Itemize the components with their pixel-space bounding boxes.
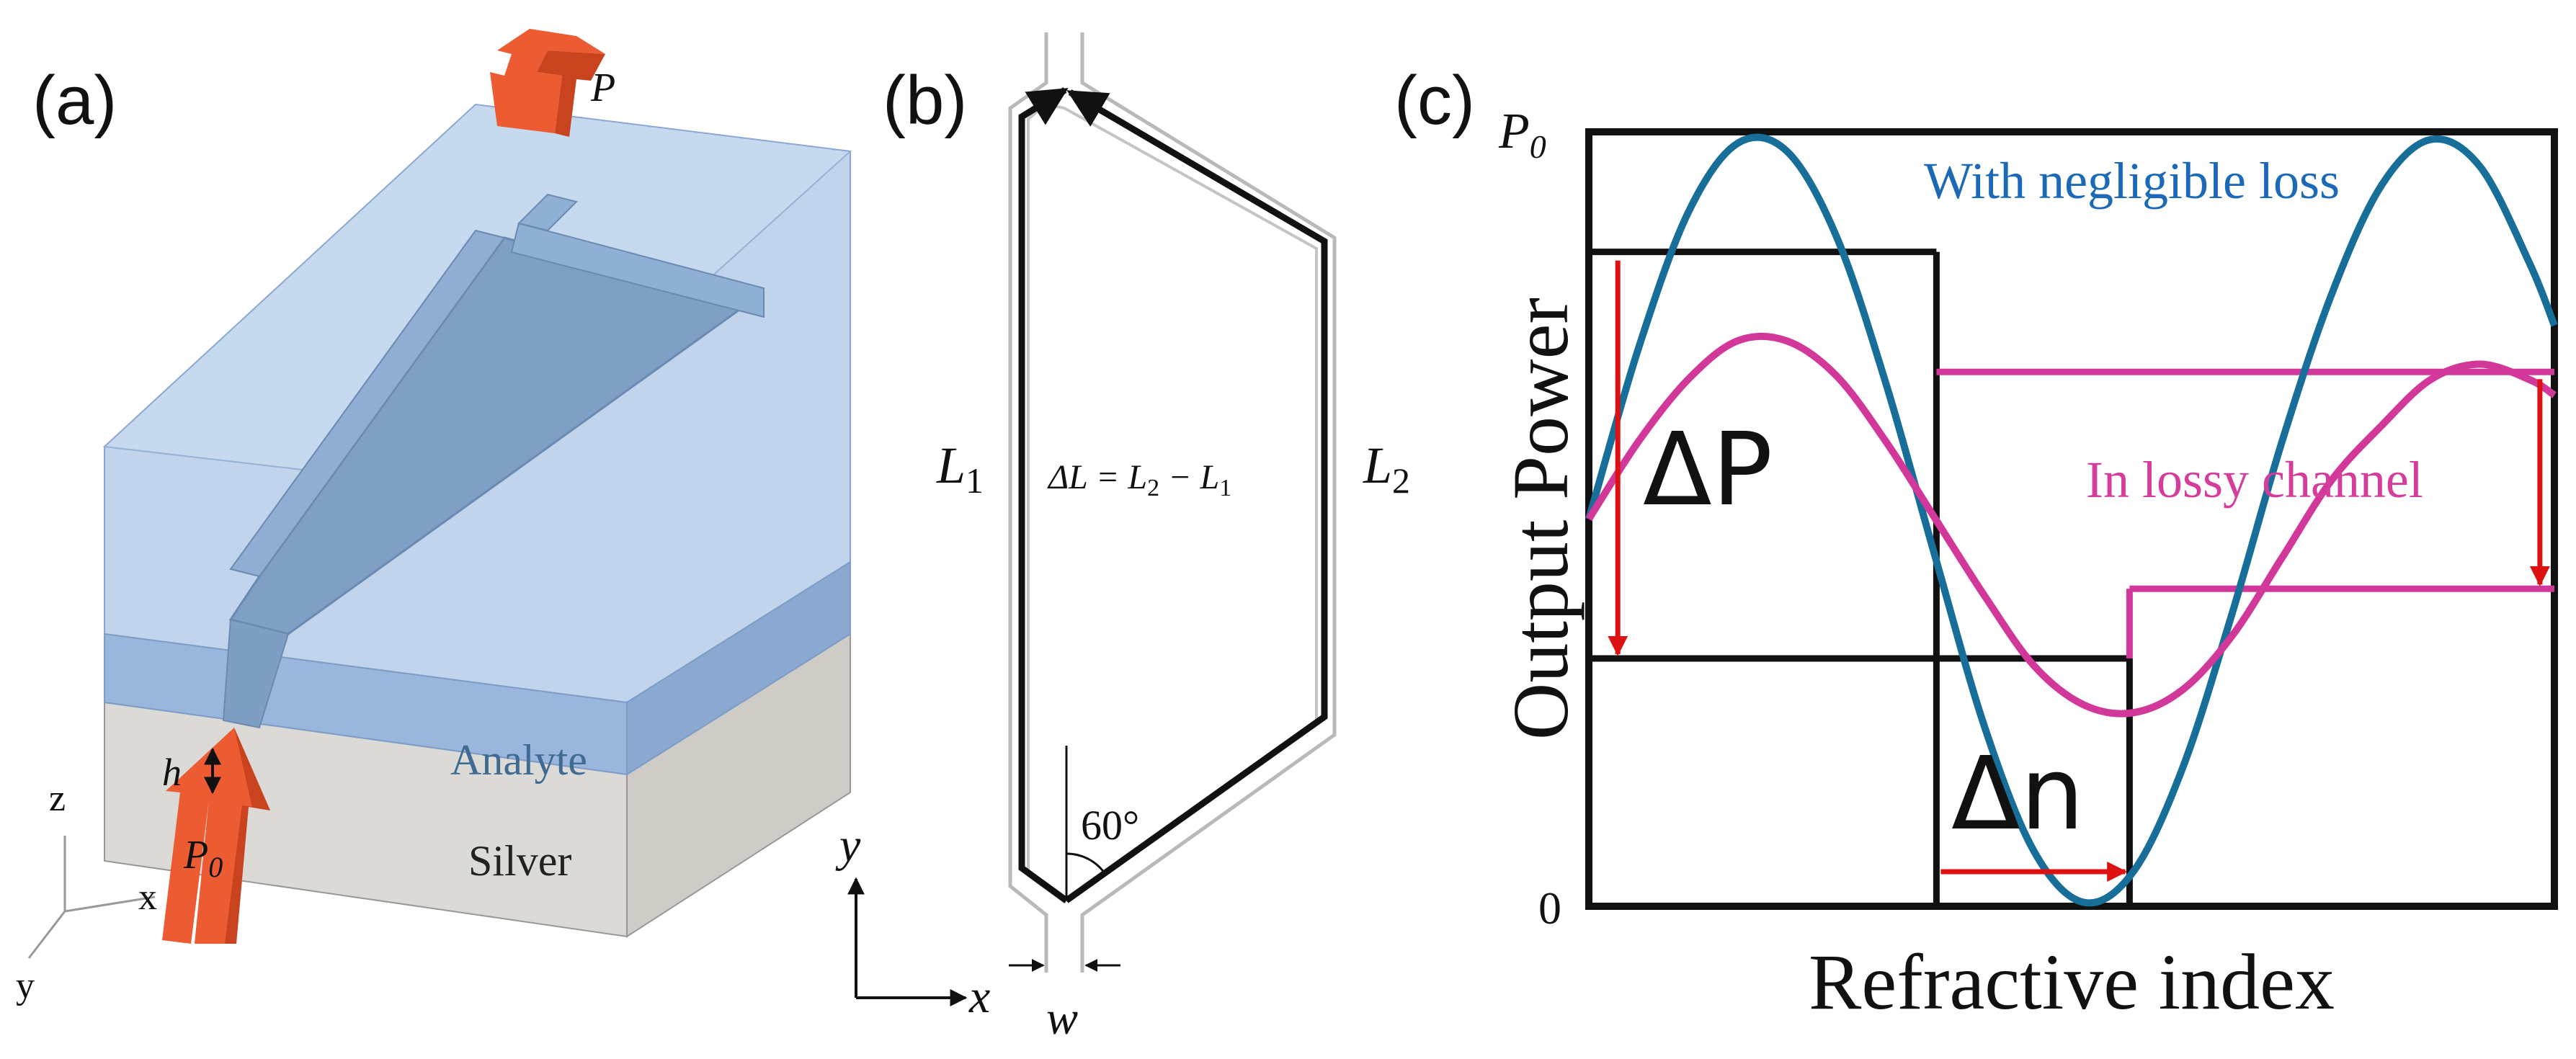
series-lossy-channel-curve — [1585, 332, 2557, 718]
panel-c: (c) P0 0 Output Power Refractive index W… — [1394, 62, 2558, 1026]
path-l1 — [1018, 87, 1069, 903]
silver-label: Silver — [468, 837, 571, 885]
panel-b: (b) 60° L1 L2 ΔL = L2 − L1 w y x — [835, 32, 1410, 1045]
y-tick-p0: P0 — [1498, 104, 1546, 165]
width-label: w — [1046, 992, 1078, 1045]
analyte-label: Analyte — [450, 736, 587, 784]
legend-lossy-channel: In lossy channel — [2086, 451, 2423, 509]
p-out-label: P — [590, 66, 615, 110]
axis-x-label: x — [138, 877, 157, 918]
x-axis-label: Refractive index — [1809, 938, 2335, 1026]
legend-negligible-loss: With negligible loss — [1924, 152, 2340, 210]
angle-arc — [1066, 852, 1106, 874]
waveguide-3d — [222, 193, 765, 729]
panel-c-label: (c) — [1394, 62, 1475, 139]
y-tick-zero: 0 — [1538, 882, 1561, 934]
panel-b-label: (b) — [883, 62, 967, 139]
angle-label: 60° — [1081, 802, 1139, 849]
l2-label: L2 — [1363, 437, 1410, 501]
axes-3d — [27, 836, 156, 959]
series-negligible-loss-curve — [1585, 133, 2558, 907]
panel-a-label: (a) — [32, 62, 117, 139]
height-label: h — [162, 751, 182, 794]
l1-label: L1 — [936, 437, 984, 501]
axis-2d-x-label: x — [968, 970, 990, 1023]
waveguide-inner — [1027, 103, 1318, 904]
delta-p-label: ΔP — [1643, 411, 1773, 529]
delta-l-equation: ΔL = L2 − L1 — [1047, 458, 1231, 501]
path-l2 — [1064, 89, 1328, 903]
axis-z-label: z — [49, 778, 66, 819]
delta-n-label: Δn — [1951, 736, 2085, 853]
p-in-label: P0 — [183, 833, 223, 883]
waveguide-outer — [1008, 32, 1337, 973]
panel-a: (a) P — [16, 29, 852, 1006]
axis-2d-y-label: y — [835, 819, 861, 872]
power-out-arrow — [490, 29, 605, 137]
y-axis-label: Output Power — [1497, 298, 1585, 740]
power-in-arrow — [162, 728, 270, 944]
axis-y-label: y — [16, 965, 35, 1006]
